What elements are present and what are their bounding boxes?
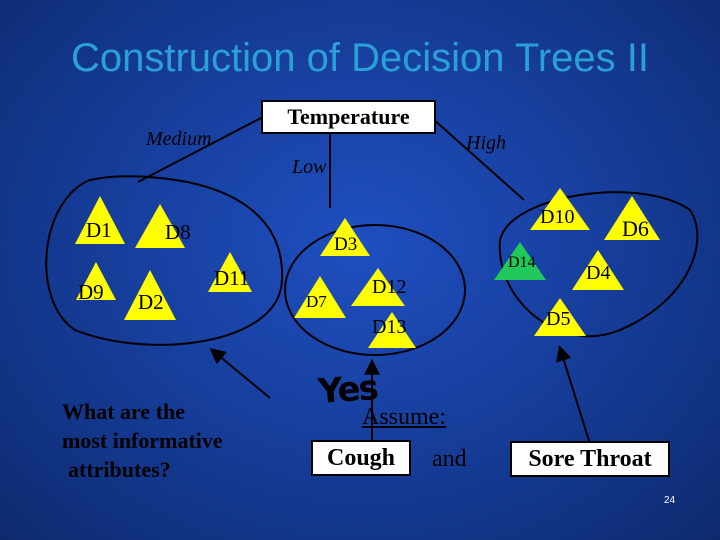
node-d4: D4: [586, 262, 611, 284]
question-line-3: attributes?: [68, 457, 171, 482]
node-d3: D3: [334, 234, 358, 255]
question-line-1: What are the: [62, 399, 186, 424]
arrow-to-high: [556, 344, 591, 445]
triangle-d14: [494, 242, 546, 280]
triangle-d12: [351, 268, 405, 306]
branch-line-medium: [137, 117, 262, 183]
assume-label: Assume:: [362, 404, 446, 430]
triangle-d13: [368, 312, 416, 348]
node-d9: D9: [78, 280, 104, 304]
node-d5: D5: [546, 308, 571, 330]
slide-title: Construction of Decision Trees II: [70, 36, 650, 80]
triangle-d9: [76, 262, 116, 300]
node-d1: D1: [86, 218, 112, 242]
arrow-to-medium: [209, 347, 271, 399]
node-d7: D7: [306, 292, 327, 311]
page-number: 24: [664, 495, 676, 506]
question-text: What are the most informative attributes…: [62, 397, 223, 484]
triangle-d2: [124, 270, 176, 320]
node-d11: D11: [214, 266, 250, 290]
node-d8: D8: [165, 220, 191, 244]
and-label: and: [432, 446, 467, 472]
triangle-d1: [75, 196, 125, 244]
branch-label-low: Low: [292, 156, 327, 178]
triangle-d3: [320, 218, 370, 256]
node-d2: D2: [138, 290, 164, 314]
triangle-d6: [604, 196, 660, 240]
triangle-d10: [530, 188, 590, 230]
node-d6: D6: [622, 216, 649, 241]
triangle-d11: [208, 252, 252, 292]
branch-label-medium: Medium: [146, 128, 212, 150]
sore-throat-box: Sore Throat: [510, 441, 670, 477]
question-line-2: most informative: [62, 428, 223, 453]
cough-box: Cough: [311, 440, 411, 476]
node-d12: D12: [372, 276, 407, 298]
node-d10: D10: [540, 206, 575, 228]
triangle-d4: [572, 250, 624, 290]
triangle-d5: [534, 298, 586, 336]
cluster-low: [284, 224, 466, 356]
root-node-temperature: Temperature: [261, 100, 436, 134]
node-d14: D14: [508, 254, 536, 271]
triangle-d7: [294, 276, 346, 318]
triangle-d8: [135, 204, 185, 248]
cluster-high: [498, 191, 699, 337]
cluster-medium: [45, 175, 284, 346]
branch-line-high: [431, 117, 525, 201]
node-d13: D13: [372, 316, 407, 338]
branch-label-high: High: [466, 132, 506, 154]
